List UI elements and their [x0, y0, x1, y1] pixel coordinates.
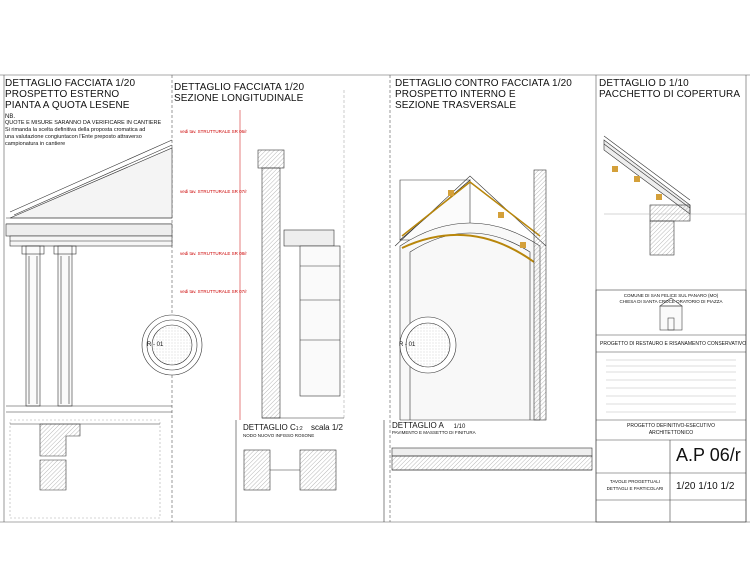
detail-a-label: DETTAGLIO A [392, 421, 444, 430]
panel2-red-note-1: vedi tav. STRUTTURALE SR 06/r [180, 129, 247, 134]
panel3-title-line2: PROSPETTO INTERNO E [395, 89, 516, 100]
panel1-nb-label: NB. [5, 114, 16, 120]
panel4-title-line1: DETTAGLIO D 1/10 [599, 78, 689, 89]
panel1-marker: R - 01 [147, 342, 164, 348]
panel3-title-line3: SEZIONE TRASVERSALE [395, 100, 517, 111]
title-block-fase: PROGETTO DEFINITIVO-ESECUTIVO [627, 423, 715, 429]
detail-a-scale: 1/10 [453, 424, 466, 430]
title-block-tavole-label: TAVOLE PROGETTUALI [609, 479, 661, 484]
detail-c-scala: scala 1/2 [310, 423, 343, 432]
title-block-tavola-code: A.P 06/r [676, 445, 741, 465]
panel1-nb-line1: QUOTE E MISURE SARANNO DA VERIFICARE IN … [5, 120, 162, 126]
panel2-red-note-3: vedi tav. STRUTTURALE SR 08/r [180, 251, 247, 256]
title-block-chiesa: CHIESA DI SANTA CROCE ORATORIO DI PIAZZA [619, 299, 723, 304]
detail-a-title: DETTAGLIO A 1/10 [392, 421, 466, 431]
title-block-progetto: PROGETTO DI RESTAURO E RISANAMENTO CONSE… [600, 341, 747, 347]
title-block-frame [595, 289, 747, 523]
detail-a-subtitle: PAVIMENTO E MASSETTO DI FINITURA [392, 430, 476, 435]
roof-detail [603, 135, 746, 256]
detail-c-scale: 1:2 [295, 426, 303, 432]
panel4-title-line2: PACCHETTO DI COPERTURA [599, 89, 741, 100]
panel1-nb-line4: campionatura in cantiere [5, 141, 66, 147]
panel2-red-note-4: vedi tav. STRUTTURALE SR 07/r [180, 289, 247, 294]
panel3-title-line1: DETTAGLIO CONTRO FACCIATA 1/20 [395, 78, 572, 89]
panel2-title-line2: SEZIONE LONGITUDINALE [174, 93, 304, 104]
facade-elevation [5, 139, 203, 519]
panel3-marker: R - 01 [399, 342, 416, 348]
panel2-red-note-2: vedi tav. STRUTTURALE SR 07/r [180, 189, 247, 194]
title-block-scales: 1/20 1/10 1/2 [676, 481, 735, 492]
title-block-comune: COMUNE DI SAN FELICE SUL PANARO (MO) [623, 293, 719, 298]
panel1-title-line3: PIANTA A QUOTA LESENE [5, 100, 130, 111]
panel1-nb-line3: una valutazione congiuntacon l'Ente prep… [5, 134, 142, 140]
counter-facade-section [394, 169, 547, 421]
detail-c-label: DETTAGLIO C [243, 423, 296, 432]
title-block-disciplina: ARCHITETTONICO [648, 430, 694, 436]
bottom-details [235, 420, 593, 522]
panel2-title-line1: DETTAGLIO FACCIATA 1/20 [174, 82, 305, 93]
longitudinal-section [239, 90, 345, 420]
detail-c-subtitle: NODO NUOVO INFISSO ROSONE [243, 433, 315, 438]
panel1-nb-line2: Si rimanda la scelta definitiva della pr… [5, 127, 146, 133]
detail-c-title: DETTAGLIO C1:2 scala 1/2 [243, 424, 343, 432]
panel1-title-line1: DETTAGLIO FACCIATA 1/20 [5, 78, 136, 89]
panel1-title-line2: PROSPETTO ESTERNO [5, 89, 120, 100]
title-block-tavole-sub: DETTAGLI E PARTICOLARI [606, 486, 664, 491]
